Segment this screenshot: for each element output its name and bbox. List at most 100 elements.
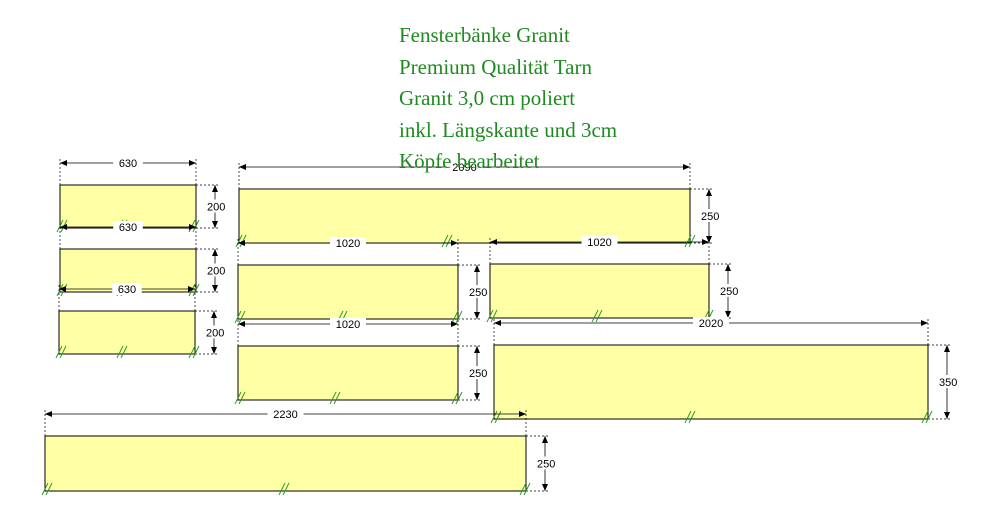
slab-piece-8: 2020 350	[490, 317, 960, 424]
break-mark-stroke	[192, 283, 200, 297]
length-label-bg	[112, 283, 142, 295]
title-block: Fensterbänke Granit Premium Qualität Tar…	[399, 20, 617, 178]
break-mark	[486, 309, 498, 323]
break-mark-stroke	[282, 482, 290, 496]
depth-label: 250	[720, 286, 738, 298]
length-label: 630	[119, 158, 137, 170]
depth-arrow-top	[542, 436, 548, 443]
slab-rect	[237, 345, 459, 401]
length-label: 2230	[273, 409, 297, 421]
break-mark	[451, 310, 463, 324]
length-arrow-right	[921, 320, 928, 326]
break-mark-stroke	[490, 410, 498, 424]
break-mark-stroke	[55, 345, 63, 359]
break-mark-stroke	[192, 345, 200, 359]
break-mark-stroke	[591, 309, 599, 323]
length-label: 630	[118, 284, 136, 296]
slab-rect	[493, 344, 929, 420]
break-mark-stroke	[523, 482, 531, 496]
break-mark-stroke	[441, 234, 449, 248]
depth-arrow-bottom	[542, 484, 548, 491]
break-mark-stroke	[41, 482, 49, 496]
break-mark-stroke	[595, 309, 603, 323]
depth-arrow-top	[474, 346, 480, 353]
slab-piece-7: 1020 250	[234, 318, 490, 405]
length-label-bg	[113, 157, 143, 169]
length-arrow-right	[451, 240, 458, 246]
depth-label: 250	[701, 211, 719, 223]
break-mark	[519, 482, 531, 496]
length-label-bg	[267, 408, 304, 420]
break-mark-stroke	[120, 345, 128, 359]
depth-arrow-bottom	[725, 311, 731, 318]
break-mark-stroke	[45, 482, 53, 496]
length-arrow-right	[188, 286, 195, 292]
depth-arrow-top	[212, 249, 218, 256]
title-line-5: Köpfe bearbeitet	[399, 149, 540, 173]
break-mark-stroke	[519, 482, 527, 496]
break-mark	[441, 234, 453, 248]
depth-arrow-bottom	[211, 347, 217, 354]
depth-label: 250	[537, 459, 555, 471]
break-mark-stroke	[278, 482, 286, 496]
length-arrow-right	[189, 160, 196, 166]
depth-arrow-bottom	[474, 393, 480, 400]
slab-rect	[59, 184, 197, 229]
length-label: 2020	[699, 318, 723, 330]
break-mark-stroke	[188, 345, 196, 359]
break-mark-stroke	[238, 310, 246, 324]
length-label: 630	[119, 222, 137, 234]
slab-rect	[238, 188, 691, 244]
break-mark-stroke	[494, 410, 502, 424]
title-line-2: Premium Qualität Tarn	[399, 54, 592, 79]
depth-label-bg	[203, 325, 227, 339]
break-mark	[116, 345, 128, 359]
depth-arrow-bottom	[944, 412, 950, 419]
slab-piece-2: 630 200	[56, 221, 228, 297]
break-mark-stroke	[329, 391, 337, 405]
break-mark-stroke	[688, 410, 696, 424]
depth-arrow-top	[706, 189, 712, 196]
depth-arrow-bottom	[212, 221, 218, 228]
break-mark-stroke	[451, 310, 459, 324]
break-mark	[234, 310, 246, 324]
length-label: 1020	[336, 238, 360, 250]
break-mark-stroke	[234, 310, 242, 324]
break-mark-stroke	[684, 234, 692, 248]
depth-label: 250	[469, 368, 487, 380]
length-arrow-left	[59, 286, 66, 292]
length-arrow-right	[683, 164, 690, 170]
length-arrow-right	[451, 321, 458, 327]
break-mark	[234, 391, 246, 405]
length-arrow-left	[238, 240, 245, 246]
break-mark-stroke	[688, 234, 696, 248]
break-mark-stroke	[684, 410, 692, 424]
length-arrow-left	[494, 320, 501, 326]
break-mark-stroke	[192, 219, 200, 233]
depth-label: 200	[206, 328, 224, 340]
length-label-bg	[446, 161, 483, 173]
break-mark-stroke	[59, 345, 67, 359]
depth-label: 350	[939, 377, 957, 389]
break-mark-stroke	[234, 391, 242, 405]
slab-rect	[58, 310, 196, 355]
length-arrow-right	[189, 224, 196, 230]
break-mark-stroke	[455, 310, 463, 324]
break-mark-stroke	[235, 234, 243, 248]
length-arrow-left	[45, 411, 52, 417]
break-mark-stroke	[451, 391, 459, 405]
length-label: 1020	[336, 319, 360, 331]
break-mark	[921, 410, 933, 424]
depth-label: 200	[207, 266, 225, 278]
slab-rect	[44, 435, 527, 492]
break-mark-stroke	[925, 410, 933, 424]
depth-label-bg	[204, 263, 228, 277]
length-label-bg	[693, 317, 729, 329]
depth-label-bg	[534, 456, 558, 470]
break-mark-stroke	[56, 219, 64, 233]
title-line-3: Granit 3,0 cm poliert	[399, 86, 576, 110]
